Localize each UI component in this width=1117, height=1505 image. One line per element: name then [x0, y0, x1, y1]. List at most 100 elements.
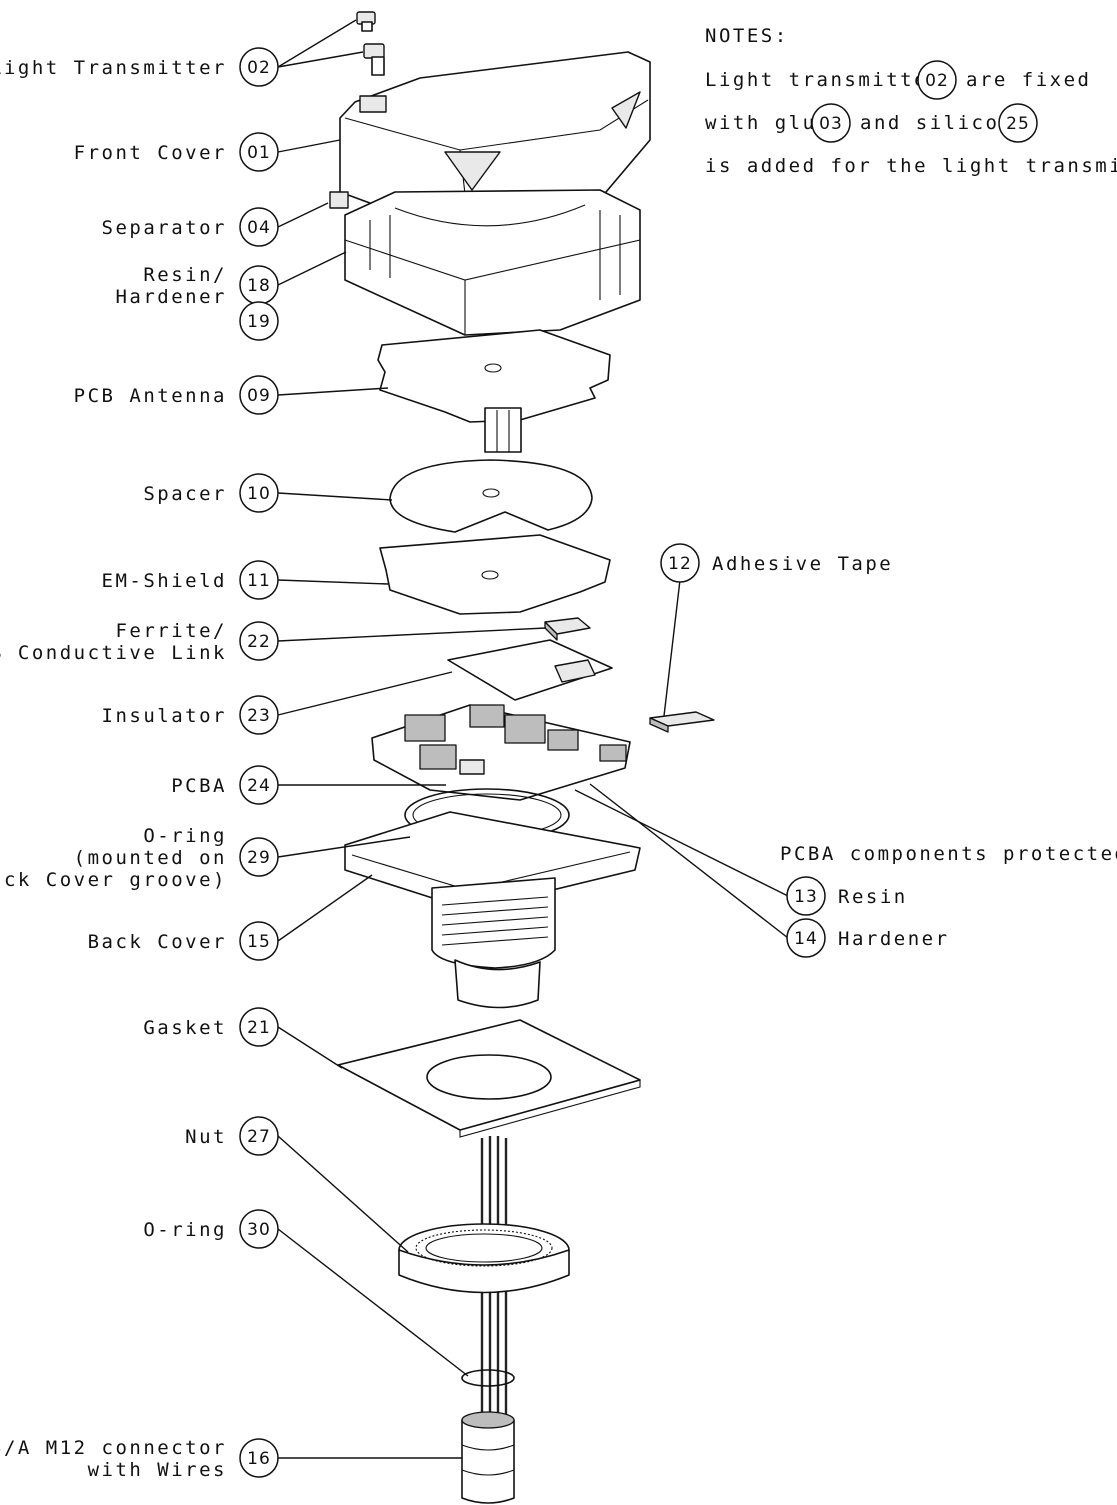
- callout-bubble: [239, 765, 279, 805]
- callout-number: 15: [247, 932, 271, 952]
- callout-label: Separator: [102, 217, 227, 239]
- callout-label: Nut: [185, 1126, 227, 1148]
- callout-number: 13: [794, 887, 818, 907]
- callout-30: 30 O-ring: [143, 1209, 279, 1249]
- pcba-part: [371, 704, 631, 801]
- callout-01: 01 Front Cover: [74, 132, 279, 172]
- callout-09: 09 PCB Antenna: [74, 375, 279, 415]
- callout-label: (mounted on: [74, 847, 227, 869]
- callout-11: 11 EM-Shield: [102, 560, 279, 600]
- em-shield-part: [379, 534, 611, 615]
- callout-number: 11: [247, 571, 271, 591]
- callout-label: S/A M12 connector: [0, 1437, 227, 1459]
- callout-bubble: [239, 621, 279, 661]
- callout-bubble: [239, 921, 279, 961]
- callout-bubble: [239, 47, 279, 87]
- callout-label: O-ring: [143, 1219, 227, 1241]
- notes-line3: is added for the light transmission.: [705, 155, 1117, 177]
- callout-label: Gasket: [143, 1017, 227, 1039]
- spacer-part: [389, 459, 593, 533]
- callout-label: Hardener: [838, 928, 950, 950]
- callout-label: PCB Antenna: [74, 385, 227, 407]
- callout-label: Adhesive Tape: [712, 553, 893, 575]
- callout-number: 12: [668, 554, 692, 574]
- callout-label: EM-Shield: [102, 570, 227, 592]
- callout-bubble: [660, 543, 700, 583]
- callout-bubble: [786, 918, 826, 958]
- callout-number: 18: [247, 276, 271, 296]
- callout-bubble: [239, 1209, 279, 1249]
- notes-ref-03: 03: [819, 114, 843, 134]
- o-ring-30-part: [461, 1369, 515, 1387]
- callout-number: 30: [247, 1220, 271, 1240]
- adhesive-tape-part: [649, 711, 715, 733]
- callout-label: with Wires: [88, 1459, 227, 1481]
- callout-label: Resin/: [143, 264, 227, 286]
- callout-15: 15 Back Cover: [88, 921, 279, 961]
- callout-number: 27: [247, 1127, 271, 1147]
- callout-27: 27 Nut: [185, 1116, 279, 1156]
- callout-bubble: [239, 837, 279, 877]
- callout-number: 10: [247, 484, 271, 504]
- callout-number: 23: [247, 706, 271, 726]
- callout-number: 29: [247, 848, 271, 868]
- callout-number: 24: [247, 776, 271, 796]
- notes-line2-b: and silicon: [860, 112, 1013, 134]
- callout-number: 16: [247, 1449, 271, 1469]
- callout-bubble: [239, 560, 279, 600]
- callout-number: 02: [247, 58, 271, 78]
- callout-number: 22: [247, 632, 271, 652]
- gasket-part: [337, 1019, 641, 1138]
- callout-bubble: [239, 301, 279, 341]
- callout-label: Insulator: [102, 705, 227, 727]
- callout-19: 19: [239, 301, 279, 341]
- notes-heading: NOTES:: [705, 25, 789, 47]
- notes-line2-a: with glue: [705, 112, 830, 134]
- callout-13: 13 Resin: [786, 876, 908, 916]
- callout-label: Spacer: [143, 483, 227, 505]
- callout-bubble: [239, 132, 279, 172]
- back-cover-part: [344, 811, 641, 1009]
- callout-23: 23 Insulator: [102, 695, 279, 735]
- callout-bubble: [786, 876, 826, 916]
- callout-label: Back Cover: [88, 931, 227, 953]
- notes-ref-02: 02: [925, 71, 949, 91]
- callout-label: Resin: [838, 886, 908, 908]
- callout-label: Ferrite/: [115, 620, 227, 642]
- callout-bubble: [239, 695, 279, 735]
- leader-lines: [277, 19, 789, 1459]
- nut-part: [398, 1223, 570, 1294]
- callout-bubble: [239, 1116, 279, 1156]
- callout-label: Front Cover: [74, 142, 227, 164]
- callout-label: O-ring: [143, 825, 227, 847]
- callout-label: Back Cover groove): [0, 869, 227, 891]
- callout-number: 04: [247, 218, 271, 238]
- notes-ref-25: 25: [1006, 114, 1030, 134]
- notes-line1-a: Light transmitters: [705, 69, 956, 91]
- notes-block: NOTES: Light transmitters 02 are fixed w…: [705, 25, 1117, 177]
- callout-number: 01: [247, 143, 271, 163]
- callout-bubble: [239, 1438, 279, 1478]
- callout-10: 10 Spacer: [143, 473, 279, 513]
- callout-bubble: [239, 1007, 279, 1047]
- callout-label: PCBA: [171, 775, 227, 797]
- callout-04: 04 Separator: [102, 207, 279, 247]
- callout-number: 14: [794, 929, 818, 949]
- callout-bubble: [239, 207, 279, 247]
- callout-label: Hardener: [115, 286, 227, 308]
- notes-line1-b: are fixed: [966, 69, 1091, 91]
- separator-part: [329, 191, 349, 209]
- housing-body-part: [344, 189, 641, 336]
- insulator-part: [447, 639, 613, 701]
- pcba-note: PCBA components protected by:: [780, 843, 1117, 865]
- callout-24: 24 PCBA: [171, 765, 279, 805]
- callout-number: 09: [247, 386, 271, 406]
- callout-bubble: [239, 375, 279, 415]
- m12-connector-part: [461, 1411, 515, 1504]
- callout-number: 19: [247, 312, 271, 332]
